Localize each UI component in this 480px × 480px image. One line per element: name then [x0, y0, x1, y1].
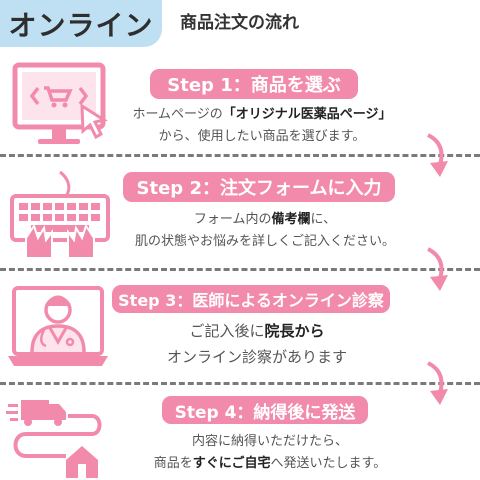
- step-2-description: フォーム内の備考欄に、 肌の状態やお悩みを詳しくご記入ください。: [134, 212, 395, 249]
- step-3-label: Step 3：医師によるオンライン診察: [112, 285, 390, 313]
- curved-arrow-icon: [427, 247, 448, 291]
- divider-3: [0, 382, 480, 385]
- step-3-description: ご記入後に院長から オンライン診察があります: [166, 322, 347, 366]
- step-4-description: 内容に納得いただけたら、 商品をすぐにご自宅へ発送いたします。: [153, 434, 387, 471]
- curved-arrow-icon: [427, 133, 448, 177]
- online-badge: オンライン: [0, 0, 162, 47]
- curved-arrow-icon: [427, 361, 448, 405]
- keyboard-typing-icon: [10, 170, 110, 259]
- computer-cart-icon: [12, 62, 108, 144]
- step-1-label: Step 1：商品を選ぶ: [150, 69, 358, 99]
- step-4-label: Step 4：納得後に発送: [162, 396, 368, 424]
- divider-2: [0, 268, 480, 271]
- truck-home-icon: [6, 400, 102, 478]
- step-2-label: Step 2：注文フォームに入力: [123, 172, 395, 202]
- page-title: 商品注文の流れ: [180, 13, 299, 33]
- step-1-description: ホームページの「オリジナル医薬品ページ」 から、使用したい商品を選びます。: [132, 107, 392, 144]
- divider-1: [0, 154, 480, 157]
- doctor-laptop-icon: [8, 286, 108, 366]
